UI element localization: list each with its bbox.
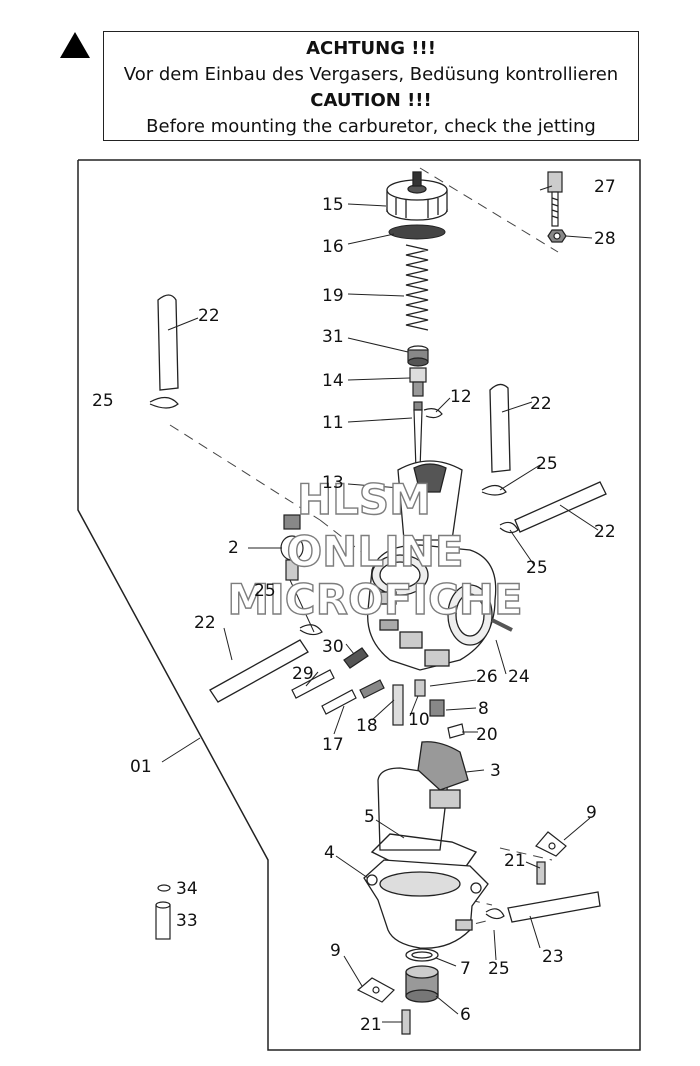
callout-30: 30 <box>322 637 344 657</box>
carb-body <box>367 460 513 671</box>
callout-33: 33 <box>176 911 198 931</box>
callout-15: 15 <box>322 195 344 215</box>
needle-retainer <box>407 345 429 367</box>
callout-5: 5 <box>364 807 375 827</box>
callout-14: 14 <box>322 371 344 391</box>
caution-title-en: CAUTION !!! <box>310 90 432 111</box>
callout-01: 01 <box>130 757 152 777</box>
drain-plug <box>405 948 439 1003</box>
watermark-hlsm: HLSM <box>297 475 431 524</box>
mixture-screws <box>291 647 465 739</box>
caution-text-de: Vor dem Einbau des Vergasers, Bedüsung k… <box>123 64 619 85</box>
caution-box: ACHTUNG !!! Vor dem Einbau des Vergasers… <box>103 31 639 141</box>
callout-26: 26 <box>476 667 498 687</box>
needle-holder <box>409 367 427 397</box>
callout-23: 23 <box>542 947 564 967</box>
carb-top-cap <box>386 171 448 221</box>
callout-25a: 25 <box>92 391 114 411</box>
callout-27: 27 <box>594 177 616 197</box>
callout-28: 28 <box>594 229 616 249</box>
warning-triangle-icon <box>60 32 90 58</box>
jet-needle <box>413 401 423 471</box>
callout-25d: 25 <box>254 581 276 601</box>
callout-34: 34 <box>176 879 198 899</box>
vent-hoses <box>157 294 607 923</box>
callout-16: 16 <box>322 237 344 257</box>
callout-22a: 22 <box>198 306 220 326</box>
callout-22c: 22 <box>594 522 616 542</box>
callout-3: 3 <box>490 761 501 781</box>
callout-25c: 25 <box>526 558 548 578</box>
callout-7: 7 <box>460 959 471 979</box>
callout-21a: 21 <box>504 851 526 871</box>
mount-brackets <box>356 831 567 1035</box>
callout-21b: 21 <box>360 1015 382 1035</box>
callout-31: 31 <box>322 327 344 347</box>
idle-screw <box>280 514 304 581</box>
watermark-online: ONLINE <box>286 527 463 576</box>
caution-text-en: Before mounting the carburetor, check th… <box>146 116 596 137</box>
callout-6: 6 <box>460 1005 471 1025</box>
callout-2: 2 <box>228 538 239 558</box>
callout-22b: 22 <box>530 394 552 414</box>
callouts: 01 2 3 4 5 6 7 8 9 9 10 11 12 13 14 15 1… <box>92 177 616 1035</box>
callout-17: 17 <box>322 735 344 755</box>
callout-24: 24 <box>508 667 530 687</box>
assembly-frame <box>77 159 641 1051</box>
spare-parts <box>155 884 171 940</box>
callout-18: 18 <box>356 716 378 736</box>
adjust-screw <box>547 171 567 243</box>
watermark-microfiche: MICROFICHE <box>227 575 522 624</box>
hose-clips <box>149 396 519 920</box>
float <box>377 741 469 851</box>
throttle-spring <box>405 244 429 331</box>
callout-9a: 9 <box>586 803 597 823</box>
caution-title-de: ACHTUNG !!! <box>306 38 436 59</box>
callout-10: 10 <box>408 710 430 730</box>
callout-8: 8 <box>478 699 489 719</box>
callout-29: 29 <box>292 664 314 684</box>
callout-19: 19 <box>322 286 344 306</box>
callout-25b: 25 <box>536 454 558 474</box>
callout-12: 12 <box>450 387 472 407</box>
callout-4: 4 <box>324 843 335 863</box>
callout-20: 20 <box>476 725 498 745</box>
leader-lines <box>161 185 599 1023</box>
callout-22d: 22 <box>194 613 216 633</box>
float-bowl <box>363 859 489 949</box>
cap-seal <box>388 224 446 240</box>
callout-13: 13 <box>322 473 344 493</box>
callout-11: 11 <box>322 413 344 433</box>
callout-9b: 9 <box>330 941 341 961</box>
needle-clip <box>423 408 443 419</box>
callout-25e: 25 <box>488 959 510 979</box>
